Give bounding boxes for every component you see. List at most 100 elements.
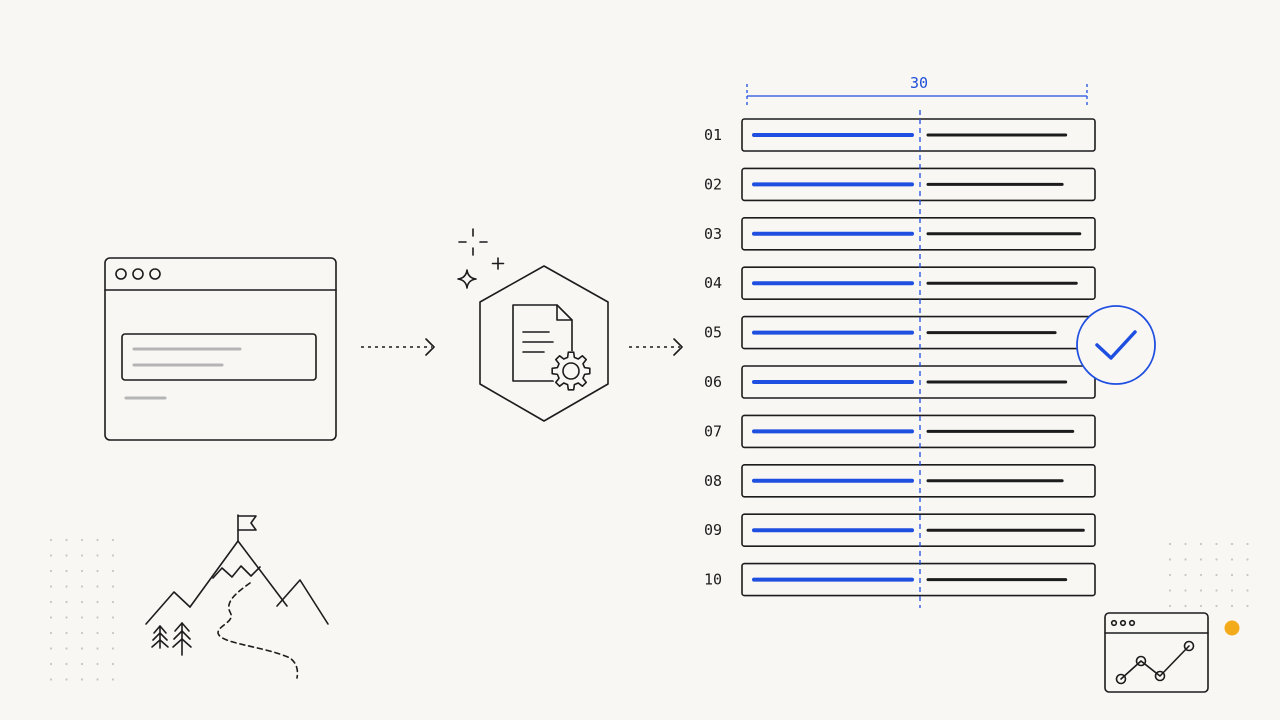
row-number: 05: [704, 324, 722, 342]
grid-dot: [111, 662, 115, 666]
row-number: 07: [704, 422, 722, 440]
dot-grid-left: [49, 538, 115, 681]
grid-dot: [65, 585, 68, 588]
tree-icon: [151, 625, 169, 649]
row-box: [741, 463, 1096, 498]
grid-dot: [80, 678, 84, 681]
grid-dot: [96, 538, 99, 542]
check-circle-icon: [1076, 305, 1156, 385]
grid-dot: [1199, 589, 1203, 592]
list-item: 09: [704, 513, 1096, 548]
grid-dot: [1184, 558, 1187, 561]
grid-dot: [49, 631, 53, 635]
dot-grid-right: [1168, 542, 1249, 608]
grid-dot: [80, 647, 84, 650]
grid-dot: [80, 554, 84, 557]
grid-dot: [1184, 604, 1187, 608]
grid-dot: [1184, 573, 1187, 577]
grid-dot: [1168, 604, 1172, 608]
grid-dot: [1215, 604, 1218, 608]
grid-dot: [1199, 573, 1203, 577]
line-chart-window-icon: [1104, 612, 1209, 693]
grid-dot: [1230, 542, 1234, 546]
row-box: [741, 266, 1096, 301]
grid-dot: [1199, 604, 1203, 608]
dotted-arrow-icon: [361, 338, 435, 356]
sparkle-icon: [457, 228, 505, 289]
grid-dot: [96, 662, 99, 666]
grid-dot: [1168, 589, 1172, 592]
grid-dot: [111, 569, 115, 573]
grid-dot: [1246, 573, 1249, 577]
list-item: 07: [704, 414, 1096, 449]
row-number: 01: [704, 126, 722, 144]
document-gear-hexagon-icon: [479, 265, 609, 422]
grid-dot: [1168, 542, 1172, 546]
dotted-arrow-icon: [629, 338, 683, 356]
row-number: 02: [704, 175, 722, 193]
row-number: 06: [704, 373, 722, 391]
grid-dot: [65, 616, 68, 619]
grid-dot: [96, 585, 99, 588]
grid-dot: [111, 647, 115, 650]
grid-dot: [49, 585, 53, 588]
grid-dot: [80, 569, 84, 573]
gear-icon: [551, 351, 591, 391]
grid-dot: [65, 600, 68, 604]
grid-dot: [1168, 573, 1172, 577]
grid-dot: [1215, 542, 1218, 546]
list-item: 03: [704, 217, 1096, 251]
list-item: 01: [704, 118, 1096, 152]
grid-dot: [1246, 589, 1249, 592]
grid-dot: [96, 569, 99, 573]
grid-dot: [1199, 542, 1203, 546]
list-item: 05: [704, 315, 1096, 350]
row-box: [741, 414, 1096, 449]
grid-dot: [49, 569, 53, 573]
grid-dot: [1199, 558, 1203, 561]
grid-dot: [65, 678, 68, 681]
grid-dot: [65, 569, 68, 573]
row-box: [741, 217, 1096, 251]
dimension-label: 30: [910, 74, 928, 92]
row-box: [741, 167, 1096, 202]
grid-dot: [80, 585, 84, 588]
grid-dot: [111, 585, 115, 588]
grid-dot: [1230, 558, 1234, 561]
list-item: 10: [704, 562, 1096, 597]
mountain-flag-icon: [145, 514, 329, 679]
grid-dot: [49, 616, 53, 619]
list-item: 02: [704, 167, 1096, 202]
grid-dot: [1230, 589, 1234, 592]
grid-dot: [111, 616, 115, 619]
grid-dot: [1215, 558, 1218, 561]
grid-dot: [96, 647, 99, 650]
grid-dot: [1246, 558, 1249, 561]
grid-dot: [1246, 604, 1249, 608]
grid-dot: [1246, 542, 1249, 546]
grid-dot: [111, 600, 115, 604]
grid-dot: [80, 662, 84, 666]
grid-dot: [96, 631, 99, 635]
grid-dot: [96, 616, 99, 619]
grid-dot: [1230, 604, 1234, 608]
grid-dot: [65, 662, 68, 666]
grid-dot: [1215, 589, 1218, 592]
grid-dot: [65, 631, 68, 635]
row-box: [741, 562, 1096, 597]
grid-dot: [49, 600, 53, 604]
list-item: 06: [704, 365, 1096, 399]
grid-dot: [80, 631, 84, 635]
grid-dot: [80, 538, 84, 542]
row-number: 10: [704, 571, 722, 589]
row-number: 08: [704, 472, 722, 490]
status-dot: [1224, 620, 1240, 636]
grid-dot: [1215, 573, 1218, 577]
grid-dot: [65, 647, 68, 650]
grid-dot: [96, 554, 99, 557]
grid-dot: [80, 616, 84, 619]
grid-dot: [49, 538, 53, 542]
grid-dot: [1168, 558, 1172, 561]
grid-dot: [49, 662, 53, 666]
